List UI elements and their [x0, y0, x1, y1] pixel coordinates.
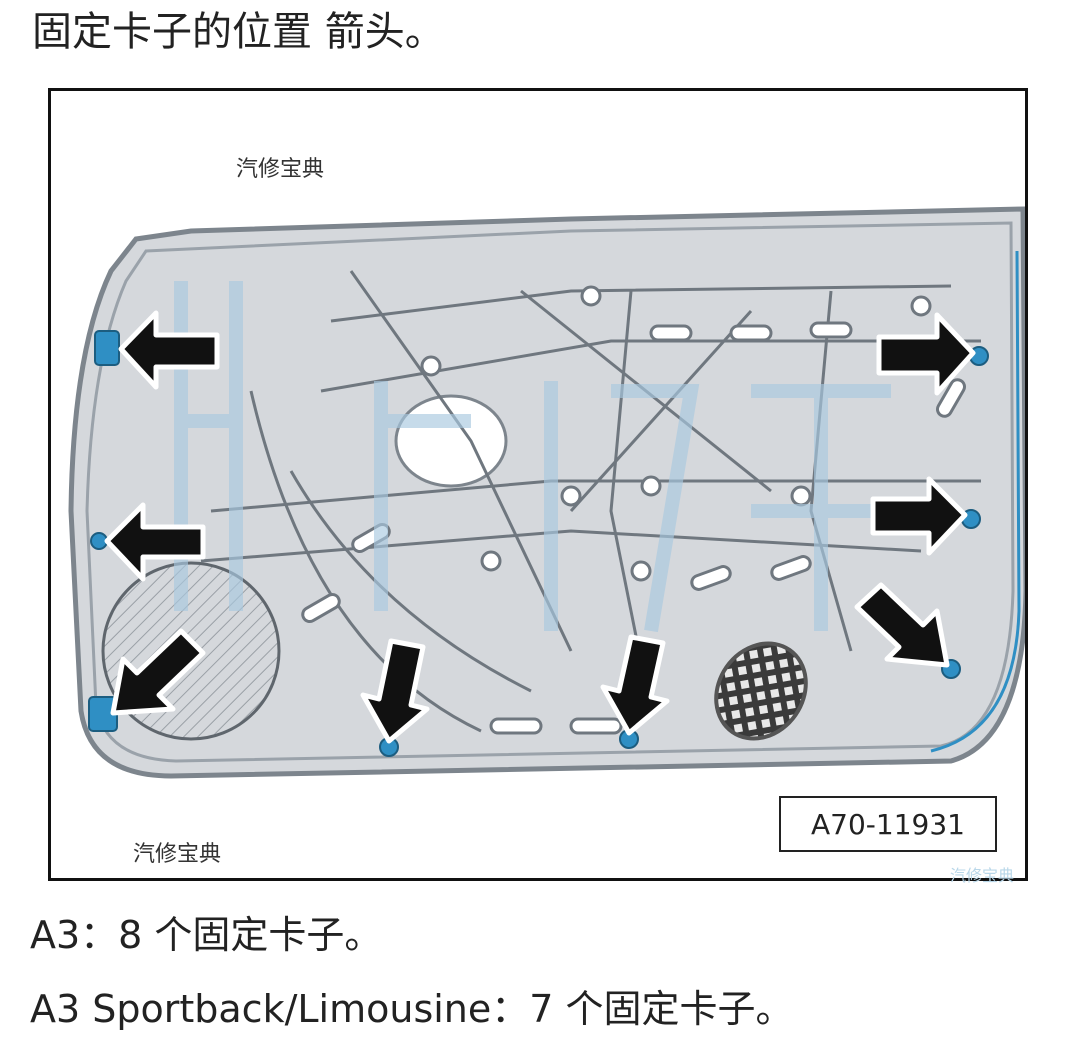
figure-reference-code: A70-11931 — [779, 796, 997, 852]
watermark-text-bottom: 汽修宝典 — [133, 842, 222, 867]
note-a3-sportback: A3 Sportback/Limousine：7 个固定卡子。 — [30, 987, 794, 1031]
arrow-right-top — [876, 312, 976, 396]
arrow-left-top — [118, 310, 220, 390]
corner-watermark: 汽修宝典 — [950, 866, 1015, 885]
note-a3: A3：8 个固定卡子。 — [30, 913, 383, 957]
grill-mesh — [714, 641, 808, 741]
arrow-down-2 — [600, 634, 670, 736]
door-panel-illustration — [68, 206, 1025, 779]
arrow-down-1 — [360, 638, 430, 744]
clip-arrows — [104, 310, 976, 744]
watermark-text-top: 汽修宝典 — [236, 157, 325, 182]
arrow-right-middle — [870, 476, 968, 556]
door-panel-figure: 汽修宝典 汽修宝典 A70-11931 — [48, 88, 1028, 881]
arrow-left-bottom — [110, 628, 206, 716]
heading-text: 固定卡子的位置 箭头。 — [32, 9, 445, 55]
arrow-right-bottom — [854, 582, 950, 668]
arrow-left-middle — [104, 502, 206, 582]
